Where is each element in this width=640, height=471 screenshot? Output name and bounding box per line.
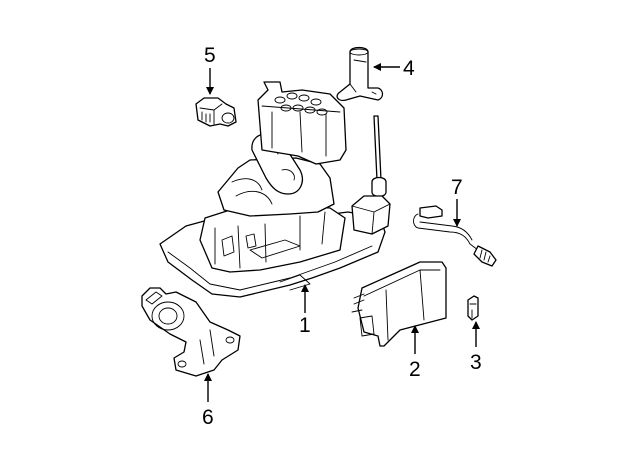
callout-7: 7 — [451, 176, 463, 199]
part-2-canister[interactable] — [351, 261, 447, 347]
callout-1: 1 — [299, 314, 311, 337]
part-3-clip[interactable] — [467, 295, 479, 321]
callout-numbers: 5 4 7 1 2 3 6 — [202, 44, 482, 429]
callout-2: 2 — [409, 358, 421, 381]
callout-3: 3 — [470, 351, 482, 374]
callout-4: 4 — [403, 57, 415, 80]
part-5-connector[interactable] — [195, 97, 237, 127]
callout-5: 5 — [204, 44, 216, 67]
part-6-egr-valve[interactable] — [141, 287, 241, 377]
part-4-sensor-bracket[interactable] — [336, 46, 384, 102]
callout-6: 6 — [202, 406, 214, 429]
callout-leaders — [204, 63, 480, 402]
part-1-main-housing[interactable] — [159, 81, 391, 298]
part-7-oxygen-sensor[interactable] — [413, 205, 497, 267]
